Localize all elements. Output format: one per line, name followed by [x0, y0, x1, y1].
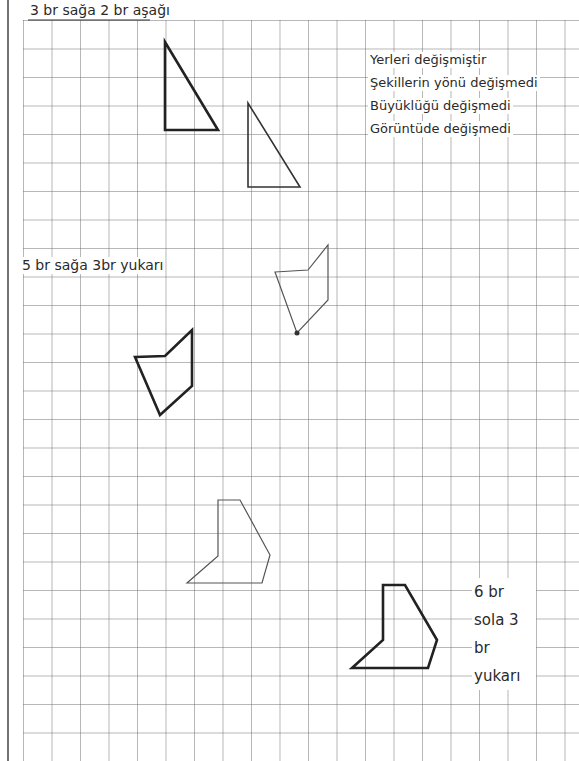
underline [28, 19, 150, 20]
kite-shape-image [352, 585, 437, 668]
arrow-shape-original [135, 330, 192, 415]
handwritten-note: Yerleri değişmiştir [368, 52, 488, 68]
point-mark [295, 331, 300, 336]
handwritten-note: Büyüklüğü değişmedi [368, 98, 513, 114]
kite-shape-original [187, 500, 270, 583]
handwritten-note: 6 br sola 3 br yukarı [472, 578, 536, 690]
arrow-shape-image [275, 245, 328, 333]
handwritten-note: Görüntüde değişmedi [368, 121, 513, 137]
triangle-image [248, 103, 300, 187]
handwritten-note: 5 br sağa 3br yukarı [20, 257, 165, 274]
grid [23, 20, 579, 761]
handwritten-note: 3 br sağa 2 br aşağı [28, 2, 172, 19]
handwritten-note: Şekillerin yönü değişmedi [368, 75, 540, 91]
page-border [7, 0, 9, 761]
triangle-original [165, 42, 218, 130]
